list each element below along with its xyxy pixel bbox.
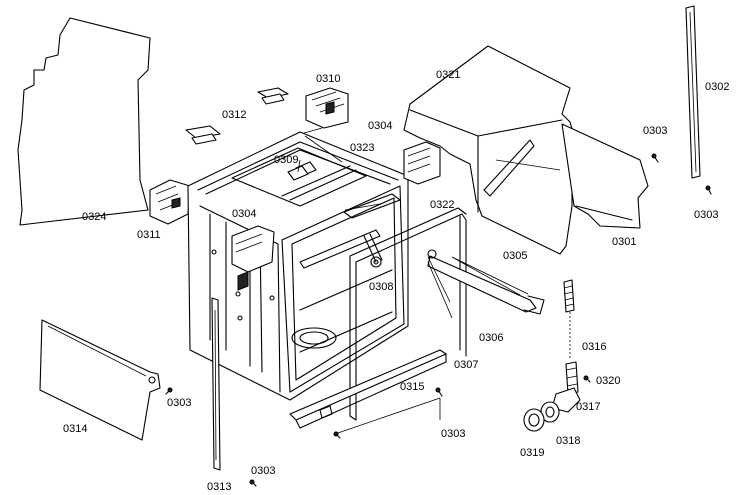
part-0322-hose [299, 193, 401, 269]
part-0314-front-panel [39, 319, 161, 441]
label-0312: 0312 [222, 109, 246, 121]
label-0311: 0311 [137, 229, 161, 241]
label-0303-a: 0303 [643, 125, 667, 137]
part-0315-base-rail [289, 349, 447, 429]
label-0304-a: 0304 [368, 120, 392, 132]
part-0304-bracket-left [231, 225, 275, 291]
label-0320: 0320 [596, 375, 620, 387]
leader-lines [297, 127, 529, 435]
part-0304-bracket-right [403, 141, 441, 185]
label-0319: 0319 [520, 447, 544, 459]
label-0317: 0317 [576, 401, 600, 413]
part-0319-nut [523, 408, 545, 432]
label-0324: 0324 [82, 211, 106, 223]
part-0313-vertical-strip [211, 297, 221, 471]
label-0301: 0301 [612, 236, 636, 248]
part-0311-hinge-block [149, 179, 191, 225]
label-0315: 0315 [400, 381, 424, 393]
part-0324-side-insulation-panel [17, 17, 151, 226]
screws [165, 153, 712, 487]
label-0303-e: 0303 [251, 465, 275, 477]
label-0314: 0314 [63, 423, 87, 435]
label-0306: 0306 [479, 332, 503, 344]
part-0321-top-panel [403, 45, 585, 255]
label-0322: 0322 [430, 199, 454, 211]
part-0305-spray-arm [427, 249, 545, 315]
label-0316: 0316 [582, 341, 606, 353]
part-0316-threaded-fitting [563, 279, 579, 395]
label-0303-b: 0303 [694, 209, 718, 221]
label-0310: 0310 [316, 73, 340, 85]
part-0307-frame-rail [349, 207, 467, 421]
label-0323: 0323 [350, 142, 374, 154]
part-0301-side-panel [561, 123, 649, 229]
part-0302-vertical-rail [685, 5, 701, 179]
label-0303-c: 0303 [441, 428, 465, 440]
part-labels: 0324 0312 0310 0321 0302 0303 0303 0304 … [63, 69, 729, 493]
label-0303-d: 0303 [167, 397, 191, 409]
part-tub-body [187, 131, 409, 401]
label-0304-b: 0304 [232, 208, 256, 220]
label-0302: 0302 [705, 81, 729, 93]
part-0309-top-clip [287, 165, 309, 181]
label-0309: 0309 [274, 154, 298, 166]
label-0308: 0308 [369, 281, 393, 293]
part-0312-clips [185, 87, 289, 145]
label-0321: 0321 [436, 69, 460, 81]
label-0313: 0313 [207, 481, 231, 493]
label-0318: 0318 [556, 435, 580, 447]
part-0310-hinge-block [305, 87, 349, 129]
label-0305: 0305 [503, 250, 527, 262]
label-0307: 0307 [454, 359, 478, 371]
